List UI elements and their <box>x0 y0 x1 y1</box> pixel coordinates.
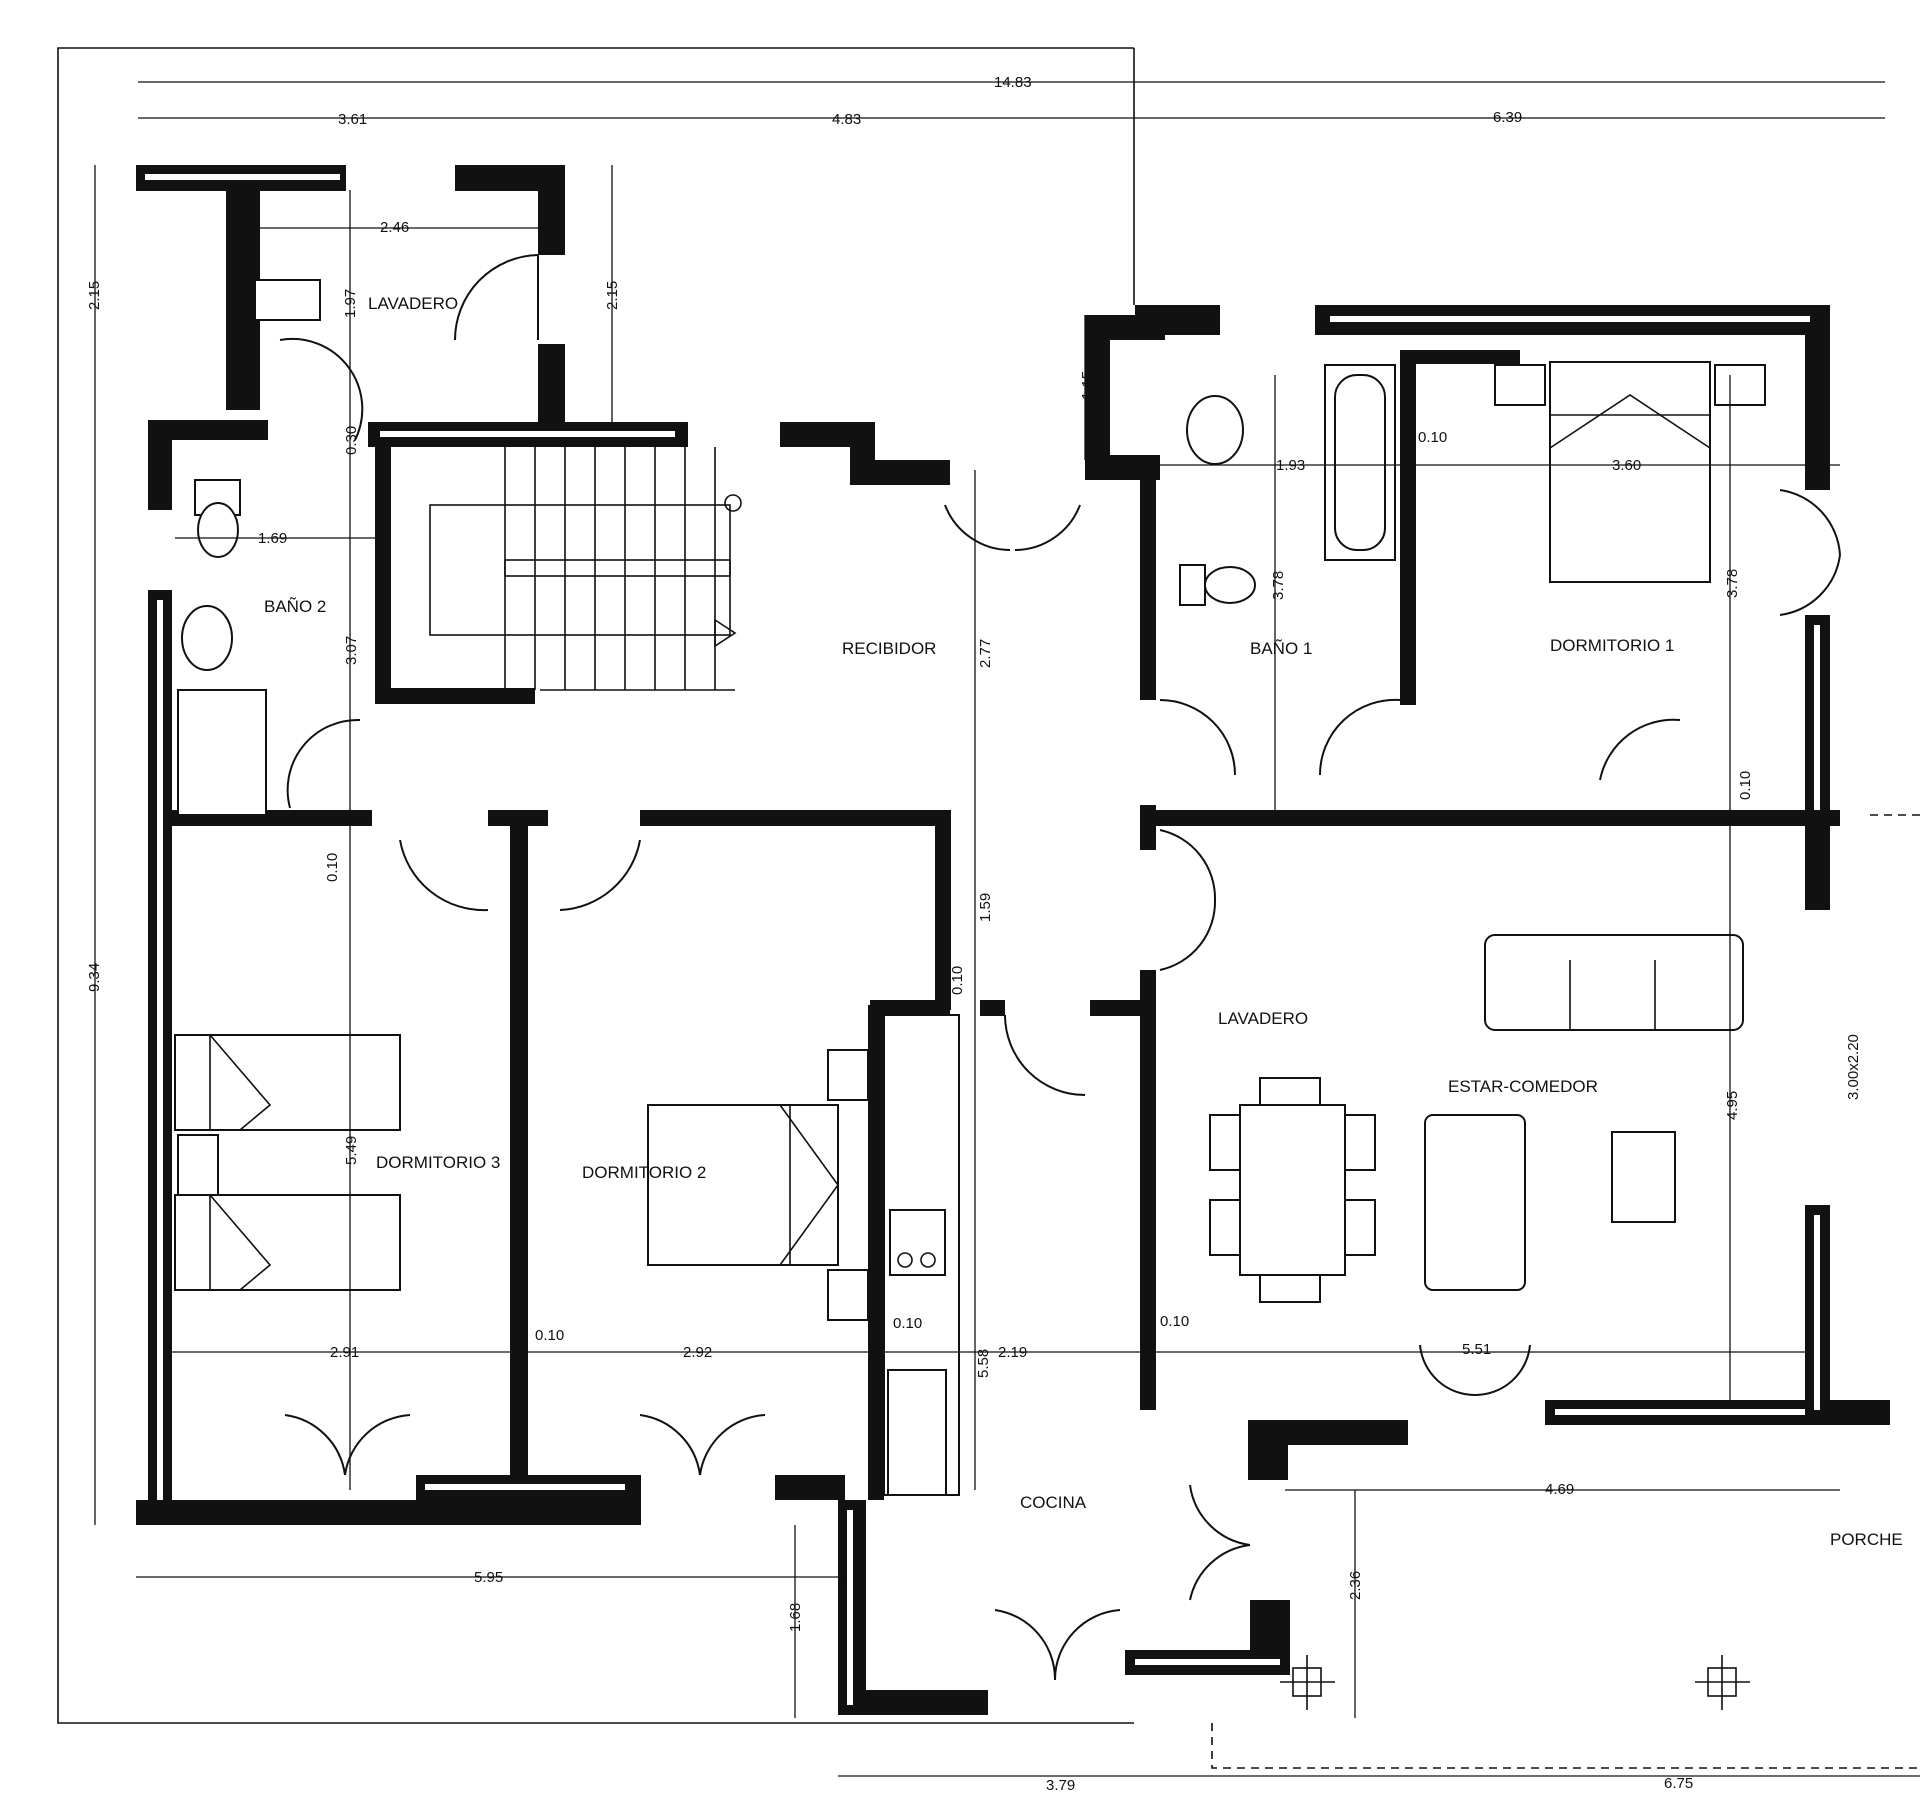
label-porche: PORCHE <box>1830 1530 1903 1549</box>
dim-wall-010-left: 0.10 <box>324 853 341 882</box>
dim-wall-010-dorm1: 0.10 <box>1737 771 1754 800</box>
dim-seg-3: 6.39 <box>1493 109 1522 126</box>
dim-lavadero-right-height: 2.15 <box>604 281 621 310</box>
label-dormitorio-1: DORMITORIO 1 <box>1550 636 1674 655</box>
dim-estar-width: 5.51 <box>1462 1341 1491 1358</box>
dim-estar-height: 4.95 <box>1724 1091 1741 1120</box>
dim-wall-010-bano1: 0.10 <box>1418 429 1447 446</box>
dim-dorm3-width: 2.91 <box>330 1344 359 1361</box>
dimension-lines <box>94 81 1920 1777</box>
label-bano-1: BAÑO 1 <box>1250 639 1312 658</box>
dim-dorm1-width: 3.60 <box>1612 457 1641 474</box>
dim-wall-030: 0.30 <box>343 426 360 455</box>
dim-lavadero-height: 1.97 <box>342 289 359 318</box>
label-lavadero-top: LAVADERO <box>368 294 458 313</box>
dim-dorm2-width: 2.92 <box>683 1344 712 1361</box>
label-dormitorio-3: DORMITORIO 3 <box>376 1153 500 1172</box>
doors <box>279 254 1841 1681</box>
label-estar-comedor: ESTAR-COMEDOR <box>1448 1077 1598 1096</box>
dim-bano2-width: 1.69 <box>258 530 287 547</box>
dim-cocina-width: 2.19 <box>998 1344 1027 1361</box>
dim-dorm1-height: 3.78 <box>1724 569 1741 598</box>
dim-cocina-height: 5.58 <box>975 1349 992 1378</box>
label-cocina: COCINA <box>1020 1493 1087 1512</box>
dim-lavadero-width: 2.46 <box>380 219 409 236</box>
dim-kitchen-step-height: 1.68 <box>787 1603 804 1632</box>
dim-left-total-height: 9.34 <box>86 963 103 992</box>
label-recibidor: RECIBIDOR <box>842 639 936 658</box>
dim-window-300x220: 3.00x2.20 <box>1845 1034 1862 1100</box>
staircase <box>429 447 742 691</box>
dim-bottom-seg-2: 6.75 <box>1664 1775 1693 1792</box>
dim-bano1-height: 3.78 <box>1270 571 1287 600</box>
dim-wall-010-kitchen-top: 0.10 <box>949 966 966 995</box>
dim-seg-2: 4.83 <box>832 111 861 128</box>
dim-seg-1: 3.61 <box>338 111 367 128</box>
dim-recibidor-lower: 1.59 <box>977 893 994 922</box>
interior-walls <box>172 350 1840 1500</box>
label-lavadero-mid: LAVADERO <box>1218 1009 1308 1028</box>
dim-recibidor-height: 2.77 <box>977 639 994 668</box>
dim-bottom-left-width: 5.95 <box>474 1569 503 1586</box>
dim-wall-010-kitchen: 0.10 <box>893 1315 922 1332</box>
furniture <box>174 279 1766 1496</box>
dim-dorm3-height: 5.49 <box>343 1136 360 1165</box>
dim-total-width: 14.83 <box>994 74 1032 91</box>
column-markers <box>1280 1655 1750 1710</box>
wall-inner-lines <box>145 174 1820 1705</box>
label-bano-2: BAÑO 2 <box>264 597 326 616</box>
dim-bottom-seg-1: 3.79 <box>1046 1777 1075 1794</box>
dim-bano2-height: 3.07 <box>343 636 360 665</box>
dim-porche-width: 4.69 <box>1545 1481 1574 1498</box>
dim-porche-height: 2.36 <box>1347 1571 1364 1600</box>
dim-wall-010-estar: 0.10 <box>1160 1313 1189 1330</box>
dim-lavadero-left-height: 2.15 <box>86 281 103 310</box>
site-boundary <box>57 47 1920 1769</box>
dim-bano1-width: 1.93 <box>1276 457 1305 474</box>
dimension-labels: 14.83 3.61 4.83 6.39 2.46 1.97 2.15 2.15… <box>86 74 1862 1794</box>
dim-wall-010-d3d2: 0.10 <box>535 1327 564 1344</box>
dim-step-115: 1.15 <box>1079 371 1096 400</box>
room-labels: LAVADERO BAÑO 2 RECIBIDOR BAÑO 1 DORMITO… <box>264 294 1903 1549</box>
label-dormitorio-2: DORMITORIO 2 <box>582 1163 706 1182</box>
